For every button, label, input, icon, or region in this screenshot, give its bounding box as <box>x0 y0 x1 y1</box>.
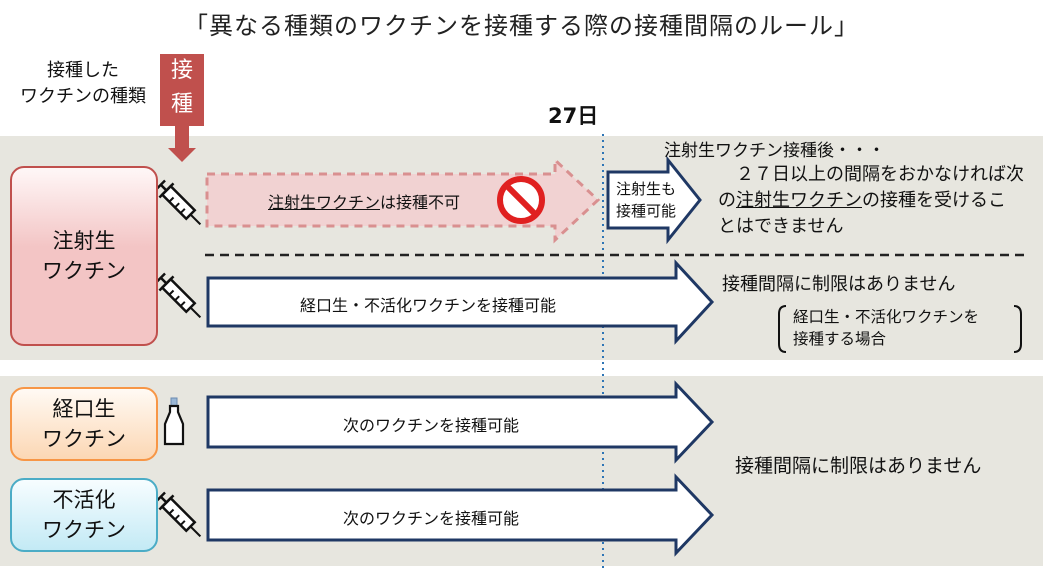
syringe-icon <box>155 272 202 319</box>
vaccine-type-header-line1: 接種した <box>47 60 119 81</box>
after-day-text-line1: 注射生も <box>616 180 677 198</box>
vaccination-tag: 接 種 <box>160 54 204 126</box>
interval-rule-line3: とはできません <box>718 216 844 237</box>
bracket-condition-line2: 接種する場合 <box>793 330 887 348</box>
oral-next-ok-text: 次のワクチンを接種可能 <box>343 416 520 435</box>
oral-live-vaccine-box: 経口生 ワクチン <box>10 387 158 461</box>
syringe-icon <box>155 491 202 538</box>
prohibition-icon <box>497 176 545 224</box>
oral-inactivated-ok-text: 経口生・不活化ワクチンを接種可能 <box>300 296 557 315</box>
after-day-text-line2: 接種可能 <box>616 202 677 220</box>
interval-rule-line1: ２７日以上の間隔をおかなければ次 <box>736 164 1024 185</box>
vaccination-tag-char2: 種 <box>170 92 193 117</box>
inactivated-next-ok-text: 次のワクチンを接種可能 <box>343 509 520 528</box>
interval-rule-note: ２７日以上の間隔をおかなければ次 の注射生ワクチンの接種を受けるこ とはできませ… <box>718 162 1040 240</box>
day-27-label: 27日 <box>548 104 599 128</box>
after-injection-note: 注射生ワクチン接種後・・・ <box>664 141 885 161</box>
interval-rule-line2-pre: の <box>718 190 736 211</box>
vaccine-type-header: 接種した ワクチンの種類 <box>8 58 158 110</box>
not-allowed-suffix: は接種不可 <box>380 193 461 212</box>
no-limit-bottom-note: 接種間隔に制限はありません <box>735 455 982 477</box>
vaccination-tag-char1: 接 <box>170 58 193 83</box>
after-day-text: 注射生も 接種可能 <box>616 178 676 222</box>
interval-rule-underlined: 注射生ワクチン <box>736 190 862 211</box>
after-day-arrow <box>606 155 702 245</box>
interval-rule-line2: の注射生ワクチンの接種を受けるこ <box>718 188 1040 214</box>
condition-bracket <box>778 305 1022 353</box>
injectable-live-underlined: 注射生ワクチン <box>268 193 381 212</box>
no-limit-note: 接種間隔に制限はありません <box>722 274 956 295</box>
inactivated-next-arrow <box>206 473 715 557</box>
vaccination-down-arrow <box>168 126 196 162</box>
page-title: 「異なる種類のワクチンを接種する際の接種間隔のルール」 <box>184 12 859 40</box>
bracket-condition-line1: 経口生・不活化ワクチンを <box>793 308 980 326</box>
oral-inactivated-ok-arrow <box>206 259 715 345</box>
vaccine-type-header-line2: ワクチンの種類 <box>20 86 146 107</box>
not-allowed-arrow <box>205 156 601 244</box>
interval-rule-line2-post: の接種を受けるこ <box>862 190 1006 211</box>
inactivated-vaccine-box: 不活化 ワクチン <box>10 478 158 552</box>
bracket-condition-text: 経口生・不活化ワクチンを 接種する場合 <box>793 306 979 350</box>
syringe-icon <box>155 179 202 226</box>
oral-bottle-icon <box>163 397 185 446</box>
oral-next-arrow <box>206 380 715 464</box>
injectable-live-vaccine-box: 注射生 ワクチン <box>10 166 158 346</box>
not-allowed-text: 注射生ワクチンは接種不可 <box>268 189 460 213</box>
